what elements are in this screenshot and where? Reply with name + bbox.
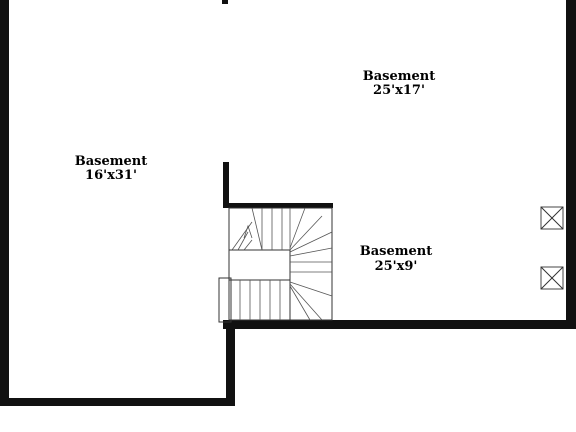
wall-lower-right <box>226 325 235 406</box>
wall-top-stub <box>222 0 228 4</box>
wall-partition-upper <box>223 162 229 206</box>
room-label-1: Basement 16'x31' <box>75 154 147 183</box>
wall-bottom-left <box>0 398 233 406</box>
walls <box>0 0 576 406</box>
wall-left <box>0 0 9 406</box>
wall-right <box>566 0 576 329</box>
room-dimensions: 25'x17' <box>373 83 425 98</box>
room-dimensions: 25'x9' <box>375 259 418 274</box>
vent-icon <box>540 206 564 290</box>
room-name: Basement <box>363 69 435 84</box>
wall-stair-top <box>223 203 333 208</box>
room-name: Basement <box>360 244 432 259</box>
stair-icon <box>218 207 333 323</box>
room-label-2: Basement 25'x17' <box>363 69 435 98</box>
room-label-3: Basement 25'x9' <box>360 244 432 274</box>
wall-bottom-right <box>223 320 576 329</box>
room-dimensions: 16'x31' <box>85 168 137 183</box>
room-name: Basement <box>75 154 147 169</box>
